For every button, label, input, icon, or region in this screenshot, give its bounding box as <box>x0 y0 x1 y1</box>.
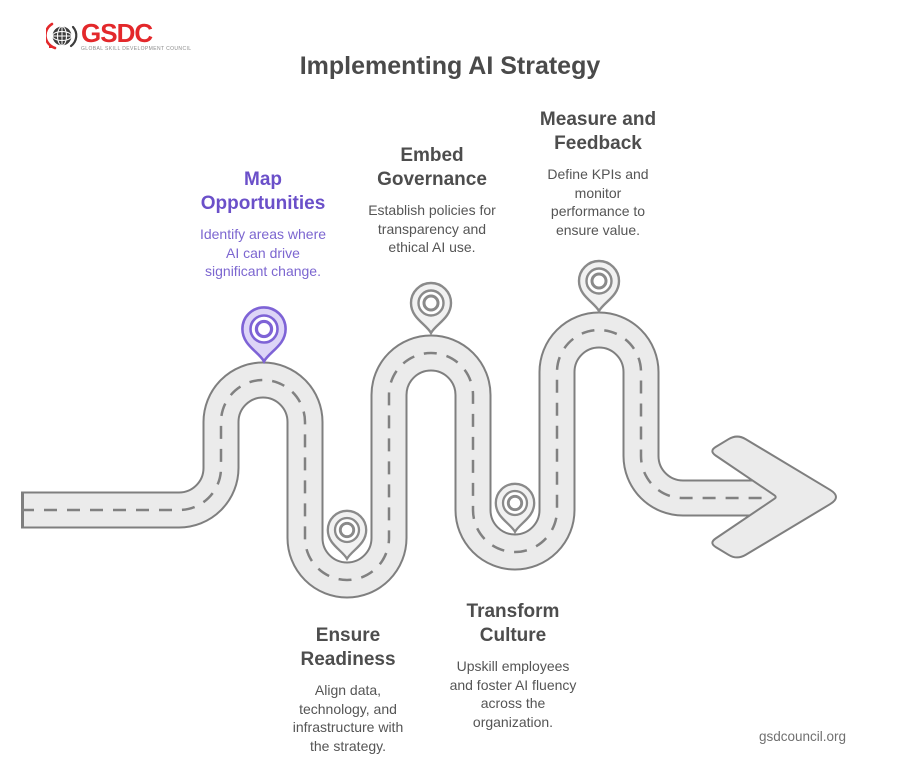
location-pin-icon-ensure-readiness <box>326 509 368 562</box>
step-title: Measure and Feedback <box>539 109 657 154</box>
step-measure-and-feedback: Measure and Feedback Define KPIs and mon… <box>483 108 713 239</box>
step-transform-culture: Transform Culture Upskill employees and … <box>398 600 628 731</box>
step-title: Embed Governance <box>377 145 487 190</box>
globe-icon <box>46 22 78 50</box>
step-title: Map Opportunities <box>200 169 326 214</box>
step-embed-governance: Embed Governance Establish policies for … <box>317 144 547 257</box>
logo-text: GSDC <box>81 18 153 48</box>
location-pin-icon-transform-culture <box>494 482 536 535</box>
gsdc-logo: GSDC GLOBAL SKILL DEVELOPMENT COUNCIL <box>46 20 191 52</box>
step-description: Align data, technology, and infrastructu… <box>292 682 404 754</box>
logo-tagline: GLOBAL SKILL DEVELOPMENT COUNCIL <box>81 46 192 52</box>
step-description: Establish policies for transparency and … <box>368 202 496 255</box>
step-ensure-readiness: Ensure Readiness Align data, technology,… <box>233 624 463 755</box>
step-description: Define KPIs and monitor performance to e… <box>547 166 649 238</box>
step-title: Ensure Readiness <box>300 625 396 670</box>
road-center-dashes <box>21 328 766 582</box>
step-map-opportunities: Map Opportunities Identify areas where A… <box>148 168 378 281</box>
location-pin-icon-embed-governance <box>409 281 453 336</box>
website-url: gsdcouncil.org <box>758 729 846 744</box>
location-pin-icon-measure-and-feedback <box>577 259 621 314</box>
step-description: Upskill employees and foster AI fluency … <box>449 658 577 730</box>
step-description: Identify areas where AI can drive signif… <box>199 226 327 279</box>
step-title: Transform Culture <box>466 601 560 646</box>
location-pin-icon-map-opportunities <box>241 306 287 365</box>
road-surface <box>24 313 779 597</box>
arrow-icon <box>711 435 837 559</box>
page-title: Implementing AI Strategy <box>299 52 601 80</box>
